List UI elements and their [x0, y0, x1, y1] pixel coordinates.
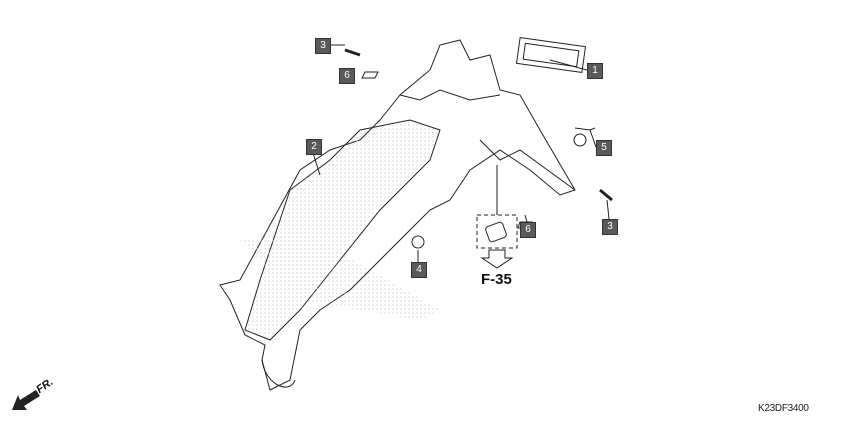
front-arrow-icon	[12, 390, 40, 410]
callout-clip-6-top: 6	[339, 68, 355, 84]
diagram-code: K23DF3400	[758, 403, 809, 414]
callout-rear-fender-2: 2	[306, 139, 322, 155]
callout-reflector-1: 1	[587, 63, 603, 79]
callout-bolt-3-right: 3	[602, 219, 618, 235]
callout-bolt-3-top: 3	[315, 38, 331, 54]
callout-clip-6-lower: 6	[520, 222, 536, 238]
callout-nut-5: 5	[596, 140, 612, 156]
callout-grommet-4: 4	[411, 262, 427, 278]
rear-fender-drawing	[12, 36, 613, 410]
reference-f-35: F-35	[481, 271, 512, 288]
